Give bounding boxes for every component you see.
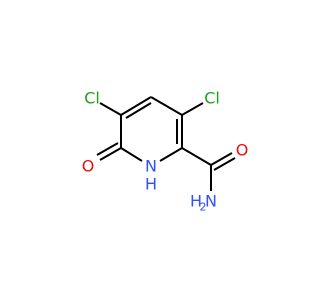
atom-label-layer: Cl Cl O O N H H N 2 bbox=[82, 89, 249, 214]
bond-c6-o bbox=[99, 147, 122, 161]
bond-c2-camide bbox=[181, 147, 212, 166]
bond-camide-o bbox=[210, 152, 233, 166]
bond-c5-cl bbox=[99, 102, 122, 116]
bond-c5-c4 bbox=[120, 96, 152, 116]
bond-c4-c3 bbox=[150, 96, 183, 116]
bond-camide-o-inner bbox=[213, 157, 236, 171]
bond-c2-n1 bbox=[159, 147, 183, 162]
amide-hydrogen-subscript: 2 bbox=[200, 201, 207, 214]
ring-nitrogen-hydrogen-label: H bbox=[145, 175, 157, 194]
oxygen-label-amide: O bbox=[236, 141, 249, 160]
chlorine-label-left: Cl bbox=[84, 89, 100, 108]
bond-n1-c6 bbox=[120, 147, 143, 162]
molecule-structure: Cl Cl O O N H H N 2 bbox=[82, 89, 249, 214]
amide-hydrogen-label: H bbox=[190, 192, 202, 211]
bond-c3-cl bbox=[181, 102, 204, 116]
oxygen-label-ketone: O bbox=[82, 157, 95, 176]
bond-layer bbox=[96, 96, 236, 191]
amide-nitrogen-label: N bbox=[205, 192, 217, 211]
bond-c6-o-inner bbox=[96, 142, 119, 156]
bond-c5-c4-inner bbox=[125, 102, 152, 119]
chlorine-label-right: Cl bbox=[204, 89, 220, 108]
ring-nitrogen-label: N bbox=[145, 157, 157, 176]
